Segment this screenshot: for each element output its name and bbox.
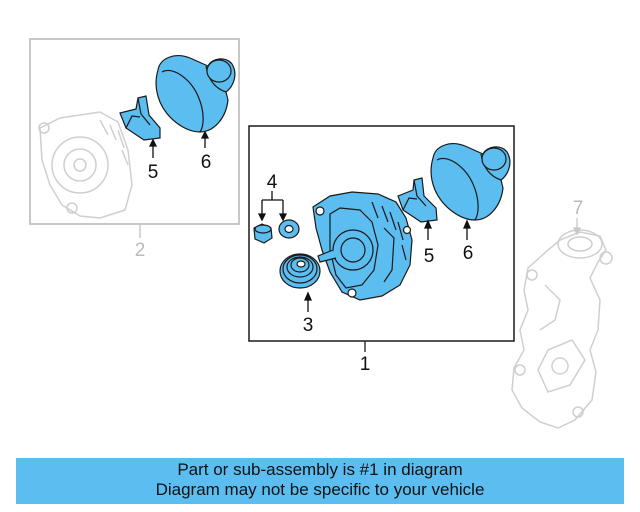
callout-3[interactable]: 3	[303, 315, 314, 336]
leader-7	[572, 218, 582, 236]
part-3-pulley[interactable]	[279, 253, 321, 289]
leader-lines-left	[148, 130, 210, 158]
leader-6-right	[463, 219, 471, 240]
callout-1[interactable]: 1	[360, 354, 371, 375]
leader-4	[257, 191, 288, 222]
part-5-bracket-right[interactable]	[397, 177, 438, 223]
part-4-nut[interactable]	[253, 223, 273, 244]
banner-line-2: Diagram may not be specific to your vehi…	[155, 480, 485, 499]
leader-5-right	[424, 219, 432, 240]
callout-5-right[interactable]: 5	[424, 246, 435, 267]
faded-engine-bracket-7[interactable]	[511, 229, 613, 429]
callout-6-left[interactable]: 6	[201, 152, 212, 173]
alternator-body[interactable]	[312, 191, 413, 301]
part-4-washer[interactable]	[278, 219, 300, 239]
part-6-cover-right[interactable]	[430, 143, 511, 221]
part-5-bracket-left[interactable]	[119, 95, 161, 141]
subassembly-2-box[interactable]	[29, 38, 240, 225]
faded-alternator-left	[38, 111, 133, 219]
info-banner: Part or sub-assembly is #1 in diagram Di…	[16, 458, 624, 504]
callout-4[interactable]: 4	[267, 172, 278, 193]
leader-3	[304, 291, 312, 312]
callout-7[interactable]: 7	[573, 198, 584, 219]
subassembly-1-box[interactable]	[248, 125, 515, 342]
callout-6-right[interactable]: 6	[463, 243, 474, 264]
part-6-cover-left[interactable]	[155, 55, 236, 133]
callout-2[interactable]: 2	[135, 240, 146, 261]
callout-5-left[interactable]: 5	[148, 162, 159, 183]
banner-line-1: Part or sub-assembly is #1 in diagram	[177, 460, 463, 479]
